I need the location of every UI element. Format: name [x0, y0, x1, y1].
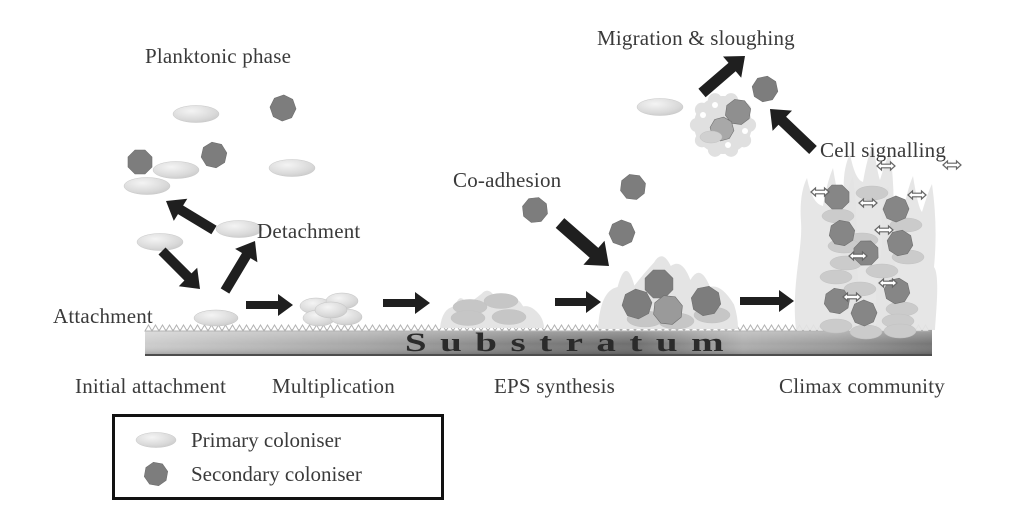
- primary-coloniser-cell: [314, 301, 348, 319]
- attachment-label: Attachment: [53, 304, 153, 328]
- coadhesion-to-climax-arrow: [740, 290, 794, 312]
- secondary-coloniser-cell: [522, 197, 548, 223]
- signal-double-arrow-icon: [842, 291, 862, 303]
- signal-double-arrow-icon: [810, 186, 830, 198]
- primary-coloniser-cell: [193, 309, 239, 327]
- primary-coloniser-cell: [491, 309, 527, 325]
- primary-coloniser-cell: [215, 220, 263, 238]
- secondary-coloniser-cell: [828, 219, 856, 247]
- signal-double-arrow-icon: [878, 277, 898, 289]
- primary-coloniser-cell: [819, 269, 853, 285]
- secondary-coloniser-cell: [621, 288, 653, 320]
- co-adhesion-arrow: [555, 218, 609, 266]
- legend-box: Primary coloniser Secondary coloniser: [112, 414, 444, 500]
- migration-sloughing-label: Migration & sloughing: [597, 26, 795, 50]
- primary-coloniser-cell: [865, 263, 899, 279]
- primary-coloniser-cell: [450, 310, 486, 326]
- stage-initial-attachment-label: Initial attachment: [75, 374, 227, 398]
- secondary-coloniser-cell: [725, 99, 751, 125]
- primary-coloniser-cell: [849, 324, 883, 340]
- signal-double-arrow-icon: [874, 224, 894, 236]
- primary-coloniser-ellipse-icon: [135, 432, 177, 448]
- cell-signalling-label: Cell signalling: [820, 138, 947, 162]
- cell-signalling-arrow: [770, 109, 817, 154]
- process-arrows: [158, 56, 817, 316]
- planktonic-cells: [123, 75, 779, 327]
- primary-coloniser-cell: [843, 281, 877, 297]
- primary-coloniser-cell: [152, 161, 200, 179]
- stage-eps-synthesis-label: EPS synthesis: [494, 374, 616, 398]
- secondary-coloniser-cell: [824, 184, 850, 210]
- legend-row-secondary: Secondary coloniser: [133, 459, 441, 489]
- multiplication-to-eps-arrow: [383, 292, 430, 314]
- stage-multiplication-label: Multiplication: [272, 374, 395, 398]
- secondary-coloniser-cell: [850, 299, 878, 327]
- secondary-coloniser-cell: [200, 141, 228, 169]
- secondary-coloniser-cell: [751, 75, 779, 103]
- detachment-label: Detachment: [257, 219, 361, 243]
- legend-primary-label: Primary coloniser: [191, 427, 341, 452]
- secondary-coloniser-cell: [644, 269, 674, 299]
- detach-to-planktonic-arrow: [166, 198, 217, 235]
- attachment-arrow: [158, 247, 200, 289]
- substratum-label: Substratum: [404, 328, 738, 357]
- legend-secondary-label: Secondary coloniser: [191, 461, 362, 486]
- primary-coloniser-cell: [819, 318, 853, 334]
- planktonic-phase-label: Planktonic phase: [145, 44, 292, 68]
- primary-coloniser-cell: [483, 293, 519, 309]
- primary-coloniser-cell: [699, 130, 723, 144]
- climax-community-structure: [794, 144, 938, 340]
- signal-double-arrow-icon: [907, 189, 927, 201]
- legend-row-primary: Primary coloniser: [133, 425, 441, 455]
- secondary-coloniser-cell: [608, 219, 636, 247]
- secondary-coloniser-cell: [886, 229, 914, 257]
- primary-coloniser-cell: [885, 301, 919, 317]
- primary-coloniser-cell: [268, 159, 316, 177]
- cell-signalling-icons: [810, 159, 962, 303]
- secondary-coloniser-octagon-icon: [143, 461, 169, 487]
- secondary-coloniser-cell: [853, 240, 879, 266]
- signal-double-arrow-icon: [876, 160, 896, 172]
- primary-coloniser-cell: [123, 177, 171, 195]
- secondary-coloniser-cell: [823, 287, 851, 315]
- secondary-coloniser-cell: [127, 149, 153, 175]
- primary-coloniser-cell: [883, 323, 917, 339]
- detachment-arrow: [220, 241, 258, 294]
- primary-coloniser-cell: [636, 98, 684, 116]
- secondary-coloniser-cell: [620, 174, 646, 200]
- signal-double-arrow-icon: [942, 159, 962, 171]
- sloughing-clump: [689, 93, 757, 157]
- secondary-coloniser-cell: [690, 285, 722, 317]
- signal-double-arrow-icon: [858, 197, 878, 209]
- substratum-bar: [144, 324, 932, 356]
- secondary-coloniser-cell: [269, 94, 297, 122]
- primary-coloniser-cell: [172, 105, 220, 123]
- eps-to-coadhesion-arrow: [555, 291, 601, 313]
- primary-coloniser-cell: [136, 233, 184, 251]
- initial-to-multiplication-arrow: [246, 294, 293, 316]
- biofilm-mounds: [440, 256, 738, 330]
- secondary-coloniser-cell: [653, 295, 683, 325]
- co-adhesion-label: Co-adhesion: [453, 168, 562, 192]
- signal-double-arrow-icon: [848, 250, 868, 262]
- secondary-coloniser-cell: [882, 195, 910, 223]
- migration-arrow: [698, 56, 745, 98]
- stage-climax-community-label: Climax community: [779, 374, 945, 398]
